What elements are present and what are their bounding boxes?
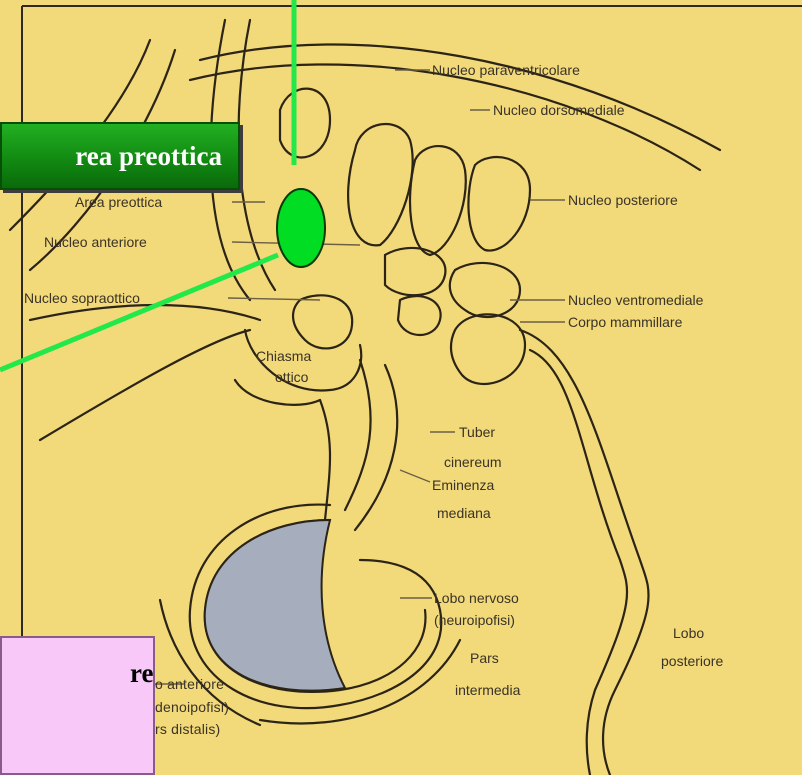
callout-area-preottica: rea preottica [0, 122, 240, 190]
label-neuroipofisi: (neuroipofisi) [434, 612, 515, 628]
label-adenoipofisi: denoipofisi) [155, 699, 229, 715]
label-posteriore: posteriore [661, 653, 723, 669]
label-corpo-mammillare: Corpo mammillare [568, 314, 683, 330]
label-nucleo-dorsomediale: Nucleo dorsomediale [493, 102, 625, 118]
label-lobo-nervoso: Lobo nervoso [434, 590, 519, 606]
label-nucleo-paraventricolare: Nucleo paraventricolare [432, 62, 580, 78]
label-cinereum: cinereum [444, 454, 502, 470]
label-nucleo-ventromediale: Nucleo ventromediale [568, 292, 704, 308]
label-mediana: mediana [437, 505, 491, 521]
label-pars-distalis: rs distalis) [155, 721, 220, 737]
label-tuber: Tuber [459, 424, 495, 440]
label-lobo: Lobo [673, 625, 704, 641]
label-ottico: ottico [275, 369, 309, 385]
callout-lobo-anteriore: re [0, 636, 155, 775]
label-intermedia: intermedia [455, 682, 521, 698]
label-eminenza: Eminenza [432, 477, 494, 493]
label-nucleo-anteriore: Nucleo anteriore [44, 234, 147, 250]
preoptic-highlight [277, 189, 325, 267]
label-lobo-anteriore: o anteriore [155, 676, 224, 692]
label-pars: Pars [470, 650, 499, 666]
label-nucleo-posteriore: Nucleo posteriore [568, 192, 678, 208]
callout-lobo-anteriore-text: re [130, 658, 153, 689]
callout-area-preottica-text: rea preottica [75, 141, 222, 172]
label-chiasma: Chiasma [256, 348, 311, 364]
label-area-preottica: Area preottica [75, 194, 162, 210]
label-nucleo-sopraottico: Nucleo sopraottico [24, 290, 140, 306]
